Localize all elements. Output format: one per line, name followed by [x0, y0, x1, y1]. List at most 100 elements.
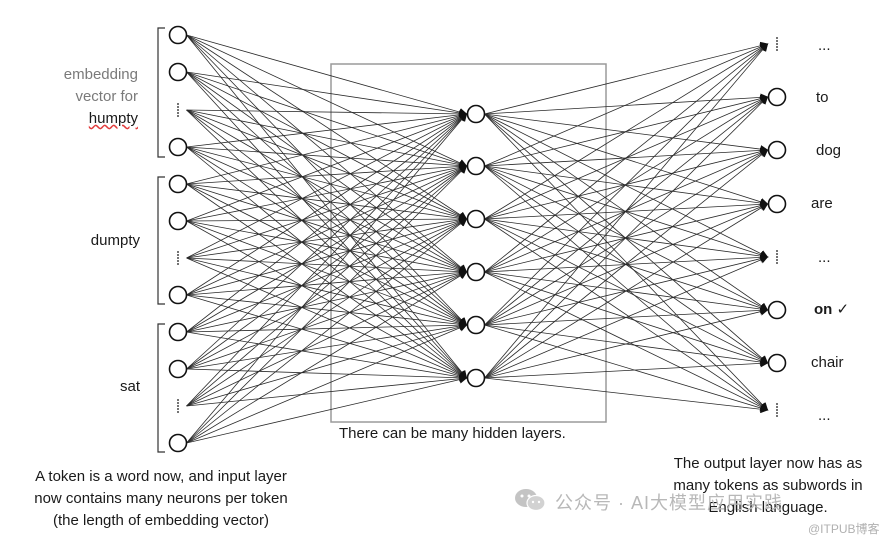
connection-line [186, 324, 468, 444]
group-bracket [157, 27, 165, 158]
input-neuron [168, 174, 188, 194]
connection-line [186, 34, 468, 220]
output-caption-line2: many tokens as subwords in [673, 477, 863, 494]
connection-line [186, 218, 468, 370]
output-neuron [767, 300, 787, 320]
connection-line [186, 220, 468, 275]
output-caption-line3: English language. [708, 499, 828, 516]
input-caption-line2: now contains many neurons per token [34, 490, 288, 507]
input-neuron [168, 25, 188, 45]
connection-line [186, 183, 468, 326]
connection-line [186, 257, 468, 276]
watermark-text: 公众号 · AI大模型应用实践 [555, 493, 784, 513]
connection-line [186, 269, 468, 333]
connection-line [186, 268, 468, 296]
output-label-to: to [816, 89, 829, 106]
watermark-itpub: @ITPUB博客 [808, 522, 880, 536]
connection-line [186, 146, 468, 379]
input-ellipsis-dots [177, 251, 179, 265]
connection-line [186, 165, 468, 296]
connection-line [186, 183, 468, 379]
connection-line [186, 215, 468, 224]
connection-line [484, 113, 769, 154]
connection-line [484, 43, 769, 220]
output-label-ellipsis-bottom: ... [818, 407, 831, 424]
input-caption-line3: (the length of embedding vector) [53, 512, 269, 529]
connection-line [484, 271, 769, 411]
input-neuron [168, 137, 188, 157]
connection-line [186, 71, 468, 379]
output-label-ellipsis-top: ... [818, 37, 831, 54]
connection-line [484, 113, 769, 311]
connection-line [484, 377, 769, 414]
output-neuron [767, 87, 787, 107]
connection-line [186, 163, 468, 222]
connection-line [186, 322, 468, 370]
connection-line [186, 218, 468, 444]
connection-line [484, 113, 769, 364]
output-neuron [767, 353, 787, 373]
connection-line [484, 43, 769, 379]
connection-line [186, 109, 468, 273]
output-neuron [767, 194, 787, 214]
connection-line [186, 71, 468, 326]
connection-line [186, 109, 468, 326]
connection-line [186, 183, 468, 223]
output-ellipsis-dots [776, 37, 778, 51]
output-caption-line1: The output layer now has as [673, 455, 863, 472]
connection-line [186, 113, 468, 407]
connection-line [186, 216, 468, 296]
output-label-on-text: on [814, 301, 833, 318]
connection-line [186, 113, 468, 444]
input-neuron [168, 285, 188, 305]
connections [186, 34, 769, 444]
hidden-neuron [466, 104, 486, 124]
connection-line [186, 109, 468, 379]
hidden-neuron [466, 209, 486, 229]
connection-line [484, 203, 769, 379]
connection-line [186, 220, 468, 379]
connection-line [186, 368, 468, 382]
output-label-chair: chair [811, 354, 844, 371]
input-neuron [168, 359, 188, 379]
connection-line [186, 113, 468, 370]
connection-line [186, 218, 468, 407]
output-ellipsis-dots [776, 250, 778, 264]
input-group-brackets [157, 27, 165, 453]
token-label-dumpty: dumpty [90, 232, 140, 249]
connection-line [186, 271, 468, 444]
connection-line [484, 43, 769, 326]
connection-line [484, 307, 769, 379]
input-label-humpty: embedding vector for humpty [30, 64, 138, 130]
connection-line [484, 113, 769, 258]
connection-line [186, 323, 468, 407]
connection-line [186, 71, 468, 273]
token-label-sat: sat [119, 378, 140, 395]
neurons [168, 25, 787, 453]
input-neuron [168, 211, 188, 231]
output-label-are: are [811, 195, 833, 212]
connection-line [186, 34, 468, 326]
connection-line [186, 110, 468, 148]
connection-line [484, 149, 769, 379]
connection-line [186, 146, 468, 326]
connection-line [484, 324, 769, 412]
wechat-icon [513, 487, 547, 513]
hidden-neuron [466, 262, 486, 282]
input-layer-caption: A token is a word now, and input layer n… [10, 466, 312, 532]
connection-line [186, 331, 468, 381]
connection-line [186, 34, 468, 379]
hidden-layers-caption: There can be many hidden layers. [339, 425, 566, 442]
connection-line [186, 113, 468, 296]
connection-line [186, 165, 468, 444]
connection-line [186, 164, 468, 259]
connection-line [186, 109, 468, 221]
connection-line [186, 165, 468, 333]
connection-line [186, 113, 468, 259]
token-label-humpty: humpty [88, 110, 138, 127]
connection-line [186, 162, 468, 185]
hidden-neuron [466, 156, 486, 176]
connection-line [484, 93, 769, 115]
hidden-neuron [466, 315, 486, 335]
